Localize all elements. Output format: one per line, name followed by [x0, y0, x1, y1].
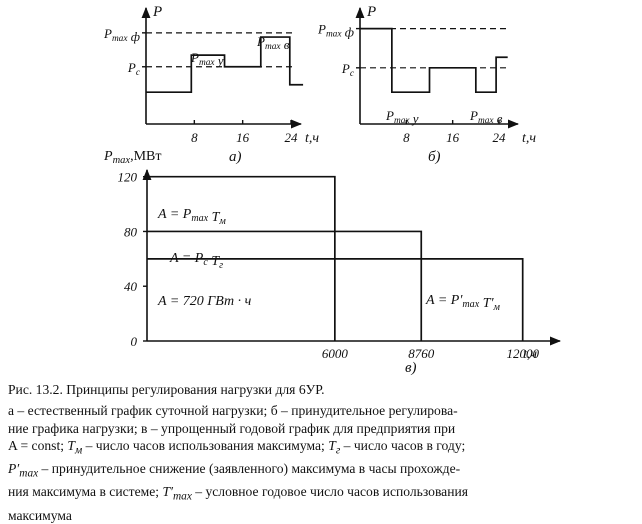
y-tick-label: Pmax ф — [103, 26, 140, 44]
x-tick-label: 8760 — [408, 346, 435, 361]
region-label: A = Pmax Tм — [157, 207, 226, 227]
load-curve — [360, 27, 508, 94]
y-axis-label: P — [366, 4, 376, 20]
x-tick-label: 6000 — [322, 346, 349, 361]
annual-load-step — [147, 257, 524, 341]
caption-line: P′max – принудительное снижение (заявлен… — [8, 461, 461, 481]
y-tick-label: 80 — [124, 224, 138, 239]
region-label: A = P′max T′м — [425, 293, 501, 313]
y-axis-label: P — [152, 4, 162, 20]
annotation: Pmax в — [469, 108, 503, 126]
figure-caption: Рис. 13.2. Принципы регулирования нагруз… — [8, 381, 632, 524]
annotation: Pmax у — [190, 50, 224, 68]
y-tick-label: Pc — [341, 61, 355, 79]
x-tick-label: 8 — [191, 130, 198, 145]
y-tick-label: 40 — [124, 279, 138, 294]
x-axis-label: t,ч — [305, 131, 319, 146]
caption-line: ния максимума в системе; T′max – условно… — [8, 484, 469, 504]
caption-line: ние графика нагрузки; в – упрощенный год… — [8, 420, 456, 436]
panel-letter: в) — [405, 360, 417, 376]
x-axis-label: t,ч — [523, 347, 537, 362]
caption-line: A = const; Tм – число часов использовани… — [8, 438, 466, 457]
y-tick-label: 120 — [118, 170, 138, 185]
y-tick-label: Pmax ф — [317, 22, 354, 40]
panel-letter: б) — [428, 149, 441, 165]
x-tick-label: 24 — [285, 130, 299, 145]
region-label: A = Pc Tг — [169, 251, 223, 271]
y-tick-label: 0 — [131, 334, 138, 349]
caption-line: максимума — [8, 507, 72, 523]
figure-title: Принципы регулирования нагрузки для 6УР. — [66, 382, 325, 397]
caption-body: а – естественный график суточной нагрузк… — [8, 402, 632, 524]
annotation: Pmax у — [385, 108, 419, 126]
y-tick-label: Pc — [127, 60, 141, 78]
panel-c-annual-load-chart: Pmax,МВт t,ч 0 40 80 120 6000 8760 12000 A = Pmax… — [103, 149, 562, 376]
x-tick-label: 12000 — [506, 346, 539, 361]
region-label: A = 720 ГВт · ч — [157, 294, 252, 309]
annual-load-step — [147, 230, 423, 341]
caption-line: а – естественный график суточной нагрузк… — [8, 403, 458, 419]
panel-letter: а) — [229, 149, 242, 165]
y-axis-label: Pmax,МВт — [103, 149, 161, 166]
load-curve — [146, 36, 304, 94]
annotation: Pmax в — [256, 34, 290, 52]
x-tick-label: 16 — [236, 130, 250, 145]
annual-load-step — [147, 175, 336, 341]
x-tick-label: 16 — [446, 130, 460, 145]
panel-a-daily-load-chart: Pt,ч 8 16 24 Pmax ф Pc Pmax у Pmax в а) — [103, 4, 319, 165]
x-axis-label: t,ч — [522, 131, 536, 146]
x-tick-label: 24 — [493, 130, 507, 145]
caption-title: Рис. 13.2. Принципы регулирования нагруз… — [8, 381, 632, 398]
x-tick-label: 8 — [403, 130, 410, 145]
figure-number: Рис. 13.2. — [8, 382, 63, 397]
